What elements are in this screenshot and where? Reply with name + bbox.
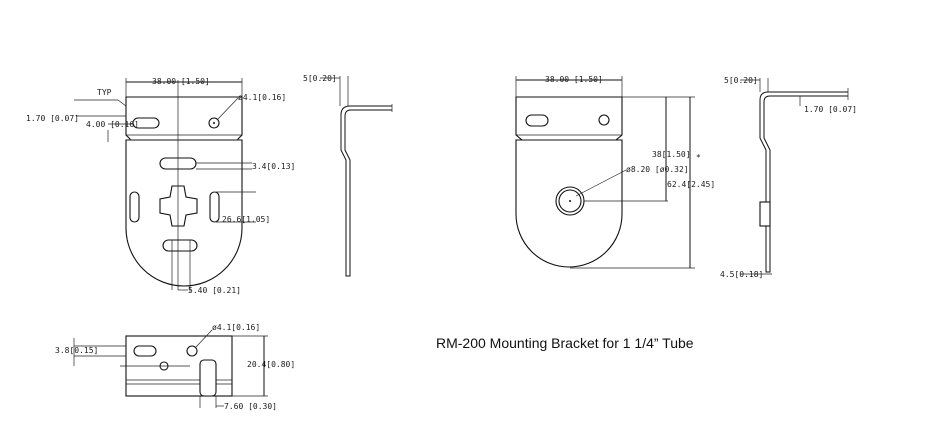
dim-center-offset-left: 5.40 [0.21] — [188, 286, 241, 295]
top-slot-1 — [133, 345, 157, 357]
hole-small-right — [598, 114, 610, 126]
dim-hole-dia-left: ø4.1[0.16] — [238, 93, 286, 102]
side-tab-right — [759, 201, 771, 227]
dim-hole-dia-right: ø8.20 [ø0.32] — [626, 165, 689, 174]
slot-lower-left — [162, 239, 198, 252]
top-hole — [186, 345, 198, 357]
dim-thickness-right: 5[0.20] — [724, 76, 758, 85]
dim-slot-offset-top: 7.60 [0.30] — [224, 402, 277, 411]
drawing-caption: RM-200 Mounting Bracket for 1 1/4” Tube — [436, 335, 694, 351]
top-view: 3.8[0.15] ø4.1[0.16] 20.4[0.80] 7.60 [0.… — [55, 323, 295, 411]
cross-cutout — [159, 185, 198, 227]
dim-overall-height-right: 62.4[2.45] — [667, 180, 715, 189]
dim-slot-height-left: 3.4[0.13] — [252, 162, 295, 171]
slot-vert-left-2 — [209, 191, 220, 223]
marker-asterisk: * — [696, 153, 701, 162]
dim-thickness-left: 5[0.20] — [303, 74, 337, 83]
side-view-right: 5[0.20] 1.70 [0.07] 4.5[0.18] — [720, 76, 857, 279]
dim-width-right: 38.00 [1.50] — [545, 75, 603, 84]
dim-lip-right: 1.70 [0.07] — [804, 105, 857, 114]
dim-width-left: 38.00 [1.50] — [152, 77, 210, 86]
dim-height-center-right: 38[1.50] — [652, 150, 691, 159]
label-typ: TYP — [97, 88, 112, 97]
top-slot-vert — [199, 359, 217, 397]
dim-bottom-right: 4.5[0.18] — [720, 270, 763, 279]
slot-vert-left-1 — [129, 191, 140, 223]
dim-hole-dia-top: ø4.1[0.16] — [212, 323, 260, 332]
slot-top-right — [525, 114, 549, 127]
dim-height-top: 20.4[0.80] — [247, 360, 295, 369]
dim-slot-offset-left: 4.00 [0.16] — [86, 120, 139, 129]
slot-top-left — [132, 117, 160, 129]
front-view-right: 38.00 [1.50] ø8.20 [ø0.32] 38[1.50] 62.4… — [515, 75, 715, 269]
dim-top-offset-left: 1.70 [0.07] — [26, 114, 79, 123]
side-view-left: 5[0.20] — [303, 74, 393, 277]
dim-cross-height-left: 26.6[1.05] — [222, 215, 270, 224]
front-view-left: 38.00 [1.50] TYP 1.70 [0.07] 4.00 [0.16]… — [26, 77, 295, 295]
dim-offset-top: 3.8[0.15] — [55, 346, 98, 355]
